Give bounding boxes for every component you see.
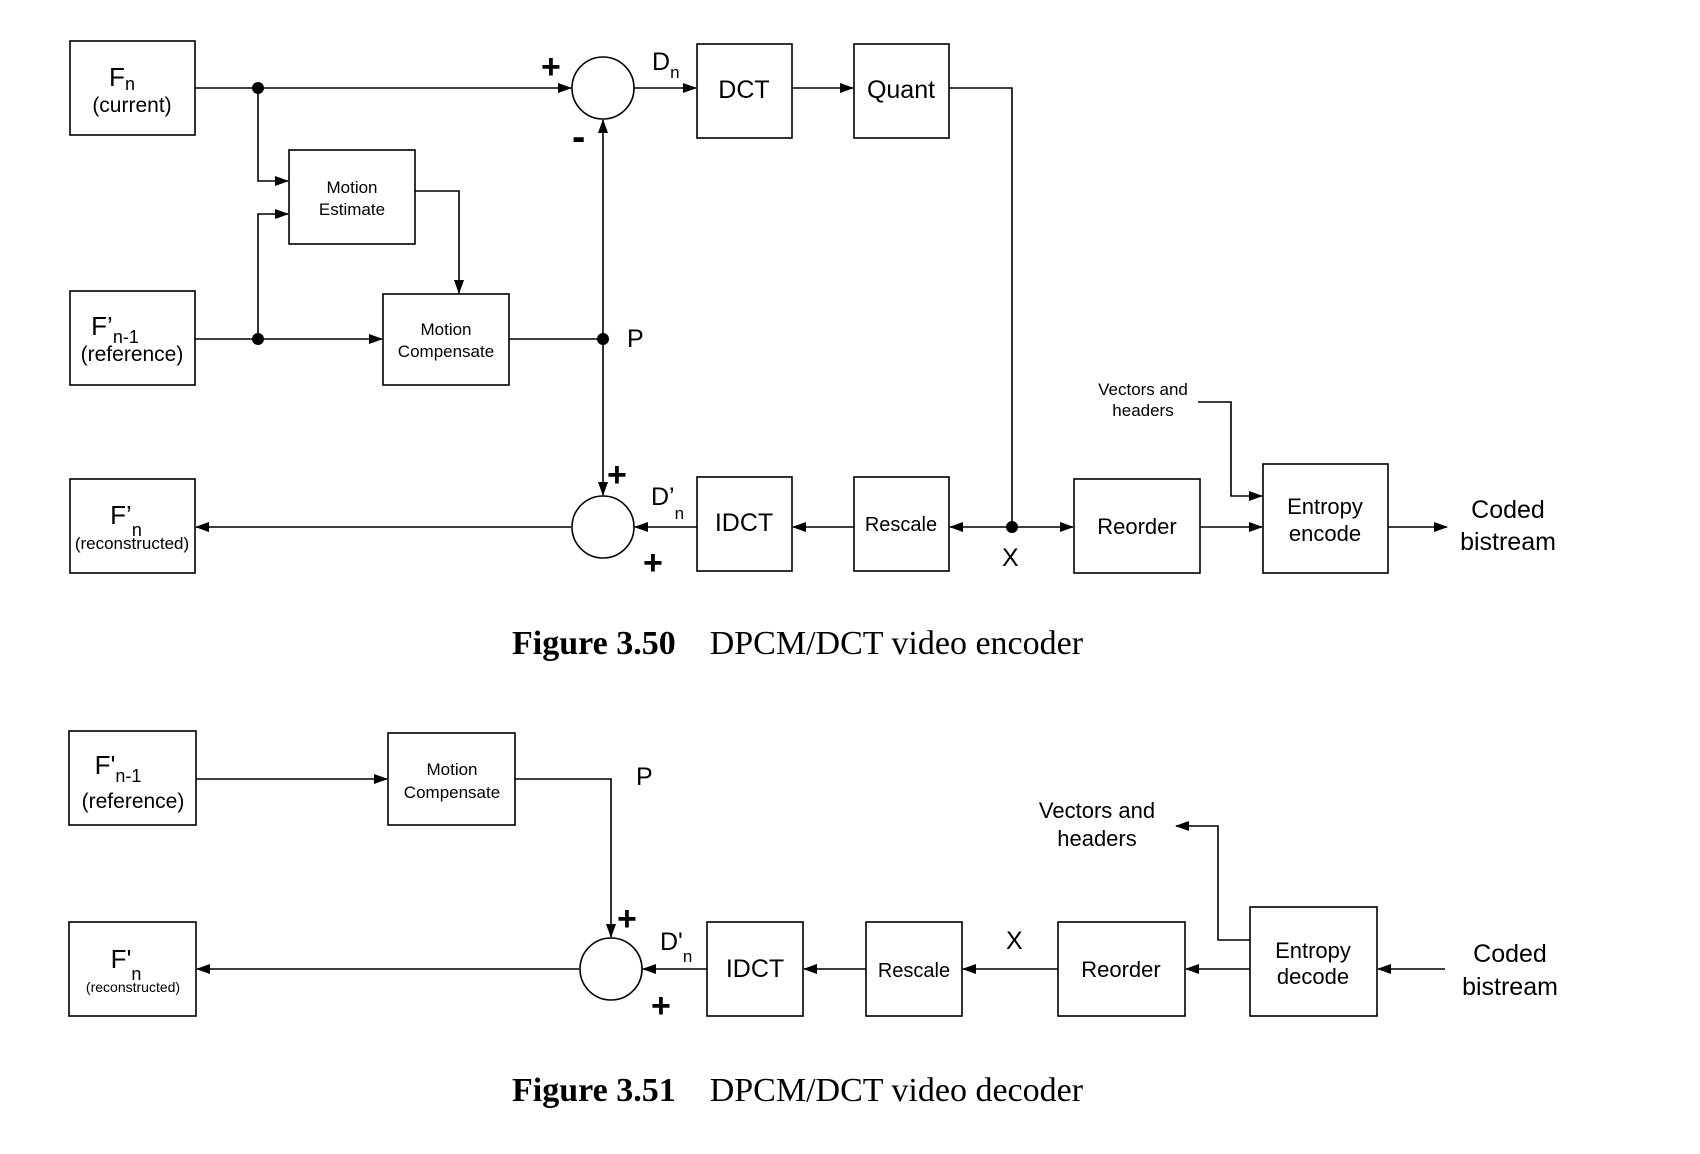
dec-dpn-label: D'n xyxy=(660,928,692,966)
svg-text:+: + xyxy=(617,900,637,938)
svg-text:(reconstructed): (reconstructed) xyxy=(86,979,180,995)
encoder-diagram: Fn (current) F’n-1 (reference) F’n (reco… xyxy=(69,40,1556,582)
x-label: X xyxy=(1002,544,1019,572)
block-frec: F’n (reconstructed) xyxy=(69,478,196,574)
fref-sub: n-1 xyxy=(113,327,139,347)
subtractor-circle xyxy=(571,56,635,120)
vectors-line2: headers xyxy=(1112,401,1173,420)
svg-text:Coded: Coded xyxy=(1473,940,1547,968)
svg-text:Entropy: Entropy xyxy=(1275,938,1351,963)
mc-line2: Compensate xyxy=(398,342,494,361)
frec-line2: (reconstructed) xyxy=(75,534,189,553)
dpn-label: D’n xyxy=(651,483,684,523)
fn-line2: (current) xyxy=(92,94,171,117)
idct-label: IDCT xyxy=(715,509,773,537)
me-line2: Estimate xyxy=(319,200,385,219)
me-line1: Motion xyxy=(326,178,377,197)
dct-label: DCT xyxy=(718,76,769,104)
entropy-enc-line1: Entropy xyxy=(1287,494,1363,519)
svg-text:Motion: Motion xyxy=(426,760,477,779)
fn-main: F xyxy=(109,62,125,92)
fref-main: F’ xyxy=(91,311,113,341)
svg-text:P: P xyxy=(636,763,653,791)
plus-sign-adder-top: + xyxy=(607,456,627,494)
minus-sign: - xyxy=(572,115,585,159)
dec-block-motion-compensate: Motion Compensate xyxy=(387,732,516,826)
svg-text:Compensate: Compensate xyxy=(404,783,500,802)
adder-circle xyxy=(571,495,635,559)
svg-text:F’n-1: F’n-1 xyxy=(91,311,139,347)
svg-text:F'n-1: F'n-1 xyxy=(95,750,142,786)
reorder-label: Reorder xyxy=(1097,514,1176,539)
entropy-enc-line2: encode xyxy=(1289,521,1361,546)
block-entropy-encode: Entropy encode xyxy=(1262,463,1389,574)
dec-block-fref: F'n-1 (reference) xyxy=(68,730,197,826)
coded-line2: bistream xyxy=(1460,528,1556,556)
block-motion-compensate: Motion Compensate xyxy=(382,293,510,386)
dec-block-entropy-decode: Entropy decode xyxy=(1249,906,1378,1017)
coded-line1: Coded xyxy=(1471,496,1545,524)
svg-text:Vectors and: Vectors and xyxy=(1039,798,1155,823)
encoder-connections xyxy=(195,82,1448,533)
frec-main: F’ xyxy=(110,500,132,530)
plus-sign-adder-bottom: + xyxy=(643,544,663,582)
fref-line2: (reference) xyxy=(81,343,184,366)
mc-line1: Motion xyxy=(420,320,471,339)
svg-text:+: + xyxy=(651,987,671,1025)
block-fn-current: Fn (current) xyxy=(69,40,196,136)
decoder-diagram: F'n-1 (reference) F'n (reconstructed) Mo… xyxy=(68,730,1558,1025)
block-idct: IDCT xyxy=(696,476,793,572)
svg-text:Reorder: Reorder xyxy=(1081,957,1160,982)
dec-block-reorder: Reorder xyxy=(1057,921,1186,1017)
block-quant: Quant xyxy=(853,43,950,139)
rescale-label: Rescale xyxy=(865,514,937,536)
dn-label: Dn xyxy=(652,48,680,82)
block-fref: F’n-1 (reference) xyxy=(69,290,196,386)
frec-sub: n xyxy=(132,520,142,540)
dec-adder-circle xyxy=(579,937,643,1001)
block-rescale: Rescale xyxy=(853,476,950,572)
svg-text:(reference): (reference) xyxy=(82,790,185,813)
svg-text:F’n: F’n xyxy=(110,500,142,540)
svg-text:IDCT: IDCT xyxy=(726,955,784,983)
svg-text:decode: decode xyxy=(1277,964,1349,989)
dec-block-idct: IDCT xyxy=(706,921,804,1017)
svg-text:X: X xyxy=(1006,927,1023,955)
plus-sign-top: + xyxy=(541,48,561,86)
svg-text:Rescale: Rescale xyxy=(878,960,950,982)
svg-text:F'n: F'n xyxy=(111,944,142,984)
svg-text:headers: headers xyxy=(1057,826,1137,851)
dec-block-rescale: Rescale xyxy=(865,921,963,1017)
decoder-connections xyxy=(196,774,1445,974)
p-label: P xyxy=(627,325,644,353)
block-motion-estimate: Motion Estimate xyxy=(288,149,416,245)
svg-text:bistream: bistream xyxy=(1462,973,1558,1001)
vectors-line1: Vectors and xyxy=(1098,380,1188,399)
svg-text:Fn: Fn xyxy=(109,62,135,94)
quant-label: Quant xyxy=(867,76,935,104)
dec-block-frec: F'n (reconstructed) xyxy=(68,921,197,1017)
fn-sub: n xyxy=(125,74,135,94)
block-dct: DCT xyxy=(696,43,793,139)
block-reorder: Reorder xyxy=(1073,478,1201,574)
